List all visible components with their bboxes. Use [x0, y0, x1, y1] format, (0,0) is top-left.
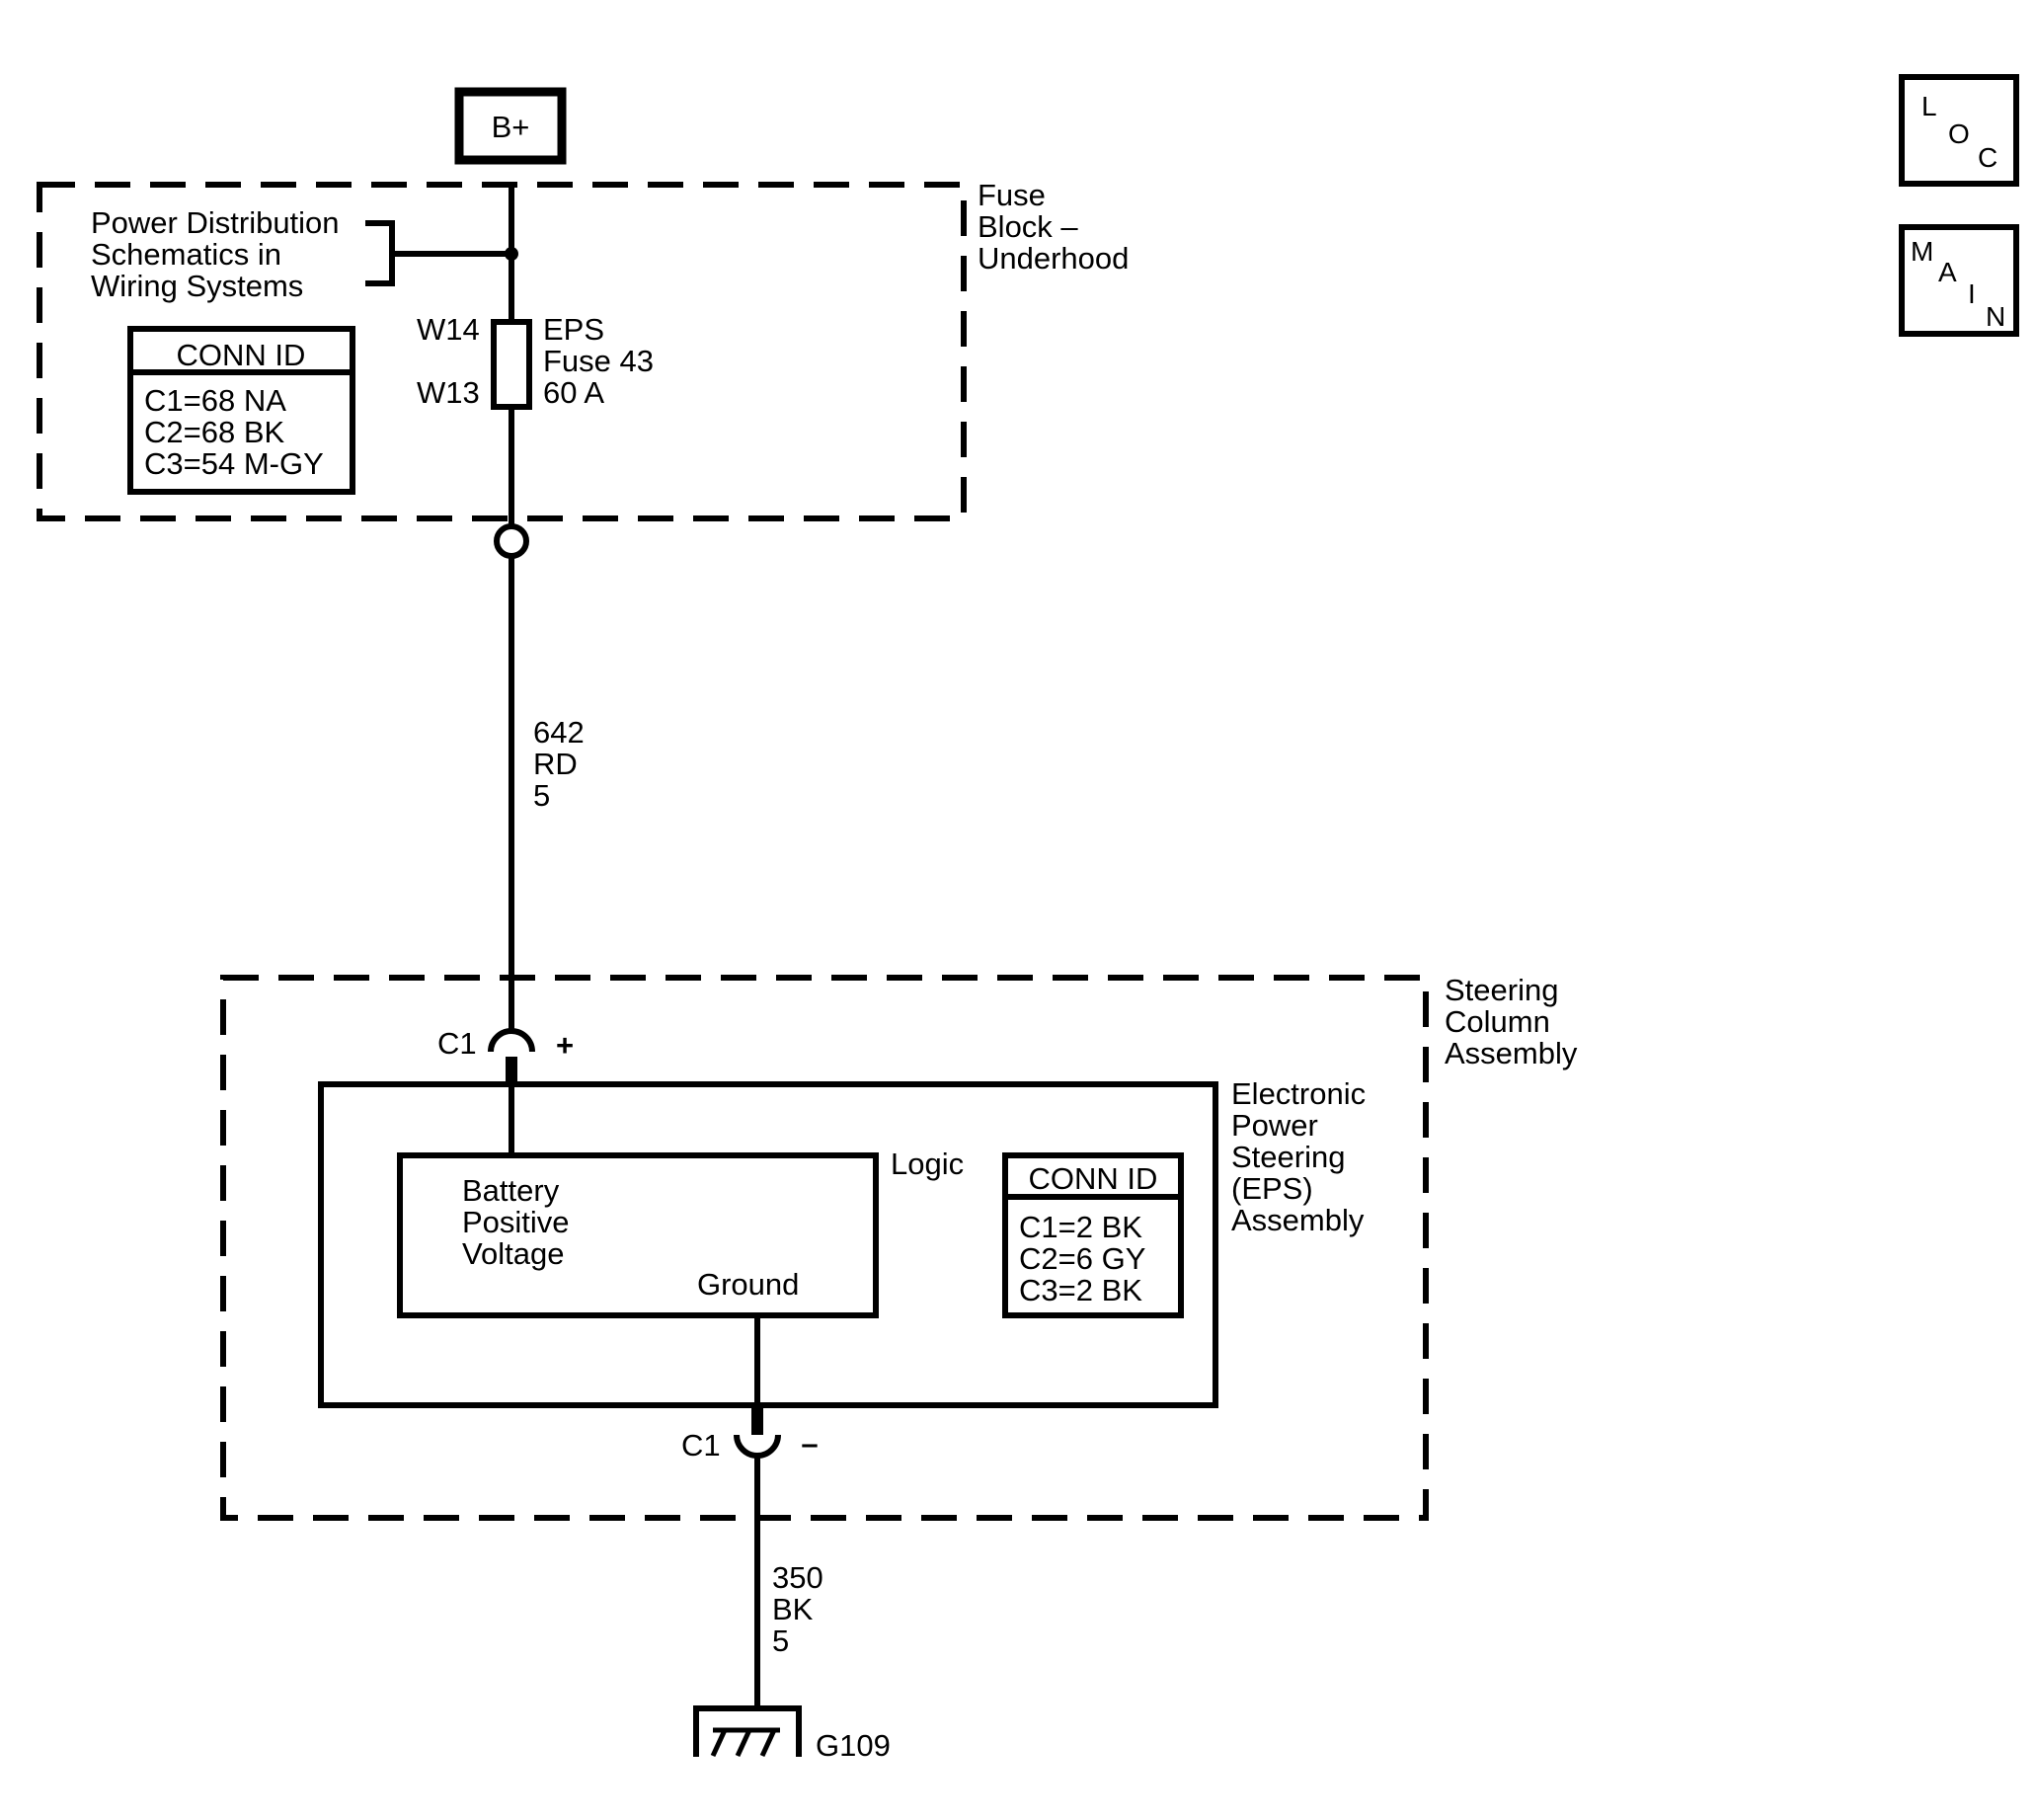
loc-letter-1: L — [1921, 91, 1937, 121]
eps-name-line-3: Steering — [1231, 1140, 1345, 1174]
fuse-block-underhood: Fuse Block – Underhood — [37, 178, 1129, 521]
battery-line-2: Positive — [462, 1205, 570, 1239]
steering-column-line-1: Steering — [1445, 973, 1558, 1007]
eps-name-line-2: Power — [1231, 1108, 1318, 1143]
wire-642-color: RD — [533, 747, 578, 781]
wire-642-circuit: 642 — [533, 715, 585, 750]
wire-642: 642 RD 5 — [494, 523, 585, 1030]
main-letter-3: I — [1968, 278, 1976, 309]
eps-assembly: Electronic Power Steering (EPS) Assembly — [318, 1076, 1366, 1408]
logic-label: Logic — [891, 1147, 964, 1181]
steering-column-line-2: Column — [1445, 1004, 1550, 1039]
reference-line-1[interactable]: Power Distribution — [91, 205, 340, 240]
connector-c1-positive-label: C1 — [437, 1026, 477, 1061]
connector-c1-positive: C1 + — [437, 1026, 574, 1082]
eps-conn-id-entry-1: C1=2 BK — [1019, 1210, 1142, 1244]
eps-fuse-43: W14 W13 EPS Fuse 43 60 A — [417, 185, 654, 526]
loc-letter-2: O — [1948, 119, 1970, 149]
fuse-pin-bottom: W13 — [417, 375, 480, 410]
main-letter-1: M — [1911, 236, 1933, 267]
ground-icon — [693, 1705, 802, 1757]
conn-id-title: CONN ID — [177, 338, 306, 372]
fuse-icon — [491, 319, 532, 410]
eps-conn-id-entry-3: C3=2 BK — [1019, 1273, 1142, 1307]
minus-symbol: – — [801, 1426, 818, 1461]
ground-terminal-label: Ground — [697, 1267, 799, 1302]
fuse-block-conn-id-table: CONN ID C1=68 NA C2=68 BK C3=54 M-GY — [127, 326, 355, 495]
eps-name-line-5: Assembly — [1231, 1203, 1365, 1237]
fuse-pin-top: W14 — [417, 312, 480, 347]
connector-c1-negative-label: C1 — [681, 1428, 721, 1463]
logic-block: Logic Battery Positive Voltage Ground — [397, 1147, 964, 1318]
eps-name-line-4: (EPS) — [1231, 1171, 1313, 1206]
conn-id-entry-2: C2=68 BK — [144, 415, 285, 449]
main-letter-2: A — [1938, 257, 1957, 287]
reference-bracket — [365, 220, 395, 286]
wire-350: 350 BK 5 — [754, 1456, 823, 1708]
battery-positive-label: B+ — [492, 110, 530, 144]
reference-line-2[interactable]: Schematics in — [91, 237, 281, 272]
loc-letter-3: C — [1978, 142, 1997, 173]
connector-female-icon — [734, 1434, 781, 1459]
fuse-label-line-1: EPS — [543, 312, 604, 347]
fuse-block-name-line-1: Fuse — [978, 178, 1046, 212]
main-button[interactable]: M A I N — [1899, 224, 2019, 337]
wire-350-gauge: 5 — [772, 1623, 789, 1658]
connector-ring-icon — [494, 523, 529, 559]
loc-button[interactable]: L O C — [1899, 74, 2019, 187]
wire-642-gauge: 5 — [533, 778, 550, 813]
power-distribution-reference[interactable]: Power Distribution Schematics in Wiring … — [91, 205, 518, 303]
ground-label: G109 — [816, 1728, 891, 1763]
conn-id-entry-1: C1=68 NA — [144, 383, 286, 418]
fuse-block-name-line-2: Block – — [978, 209, 1078, 244]
reference-line-3[interactable]: Wiring Systems — [91, 269, 303, 303]
conn-id-entry-3: C3=54 M-GY — [144, 446, 324, 481]
ground-g109: G109 — [693, 1705, 891, 1763]
fuse-label-line-2: Fuse 43 — [543, 344, 654, 378]
connector-c1-negative: C1 – — [681, 1407, 819, 1463]
eps-conn-id-title: CONN ID — [1029, 1161, 1158, 1196]
battery-positive-source: B+ — [454, 87, 567, 165]
eps-conn-id-table: CONN ID C1=2 BK C2=6 GY C3=2 BK — [1002, 1152, 1184, 1318]
wire-350-circuit: 350 — [772, 1560, 823, 1595]
plus-symbol: + — [556, 1028, 574, 1063]
steering-column-assembly: Steering Column Assembly — [220, 973, 1578, 1521]
battery-line-1: Battery — [462, 1173, 560, 1208]
wire-350-color: BK — [772, 1592, 814, 1626]
connector-female-icon — [488, 1028, 535, 1053]
main-letter-4: N — [1986, 301, 2005, 332]
fuse-label-line-3: 60 A — [543, 375, 604, 410]
battery-line-3: Voltage — [462, 1236, 564, 1271]
eps-name-line-1: Electronic — [1231, 1076, 1366, 1111]
eps-conn-id-entry-2: C2=6 GY — [1019, 1241, 1145, 1276]
fuse-block-name-line-3: Underhood — [978, 241, 1129, 276]
steering-column-line-3: Assembly — [1445, 1036, 1578, 1070]
